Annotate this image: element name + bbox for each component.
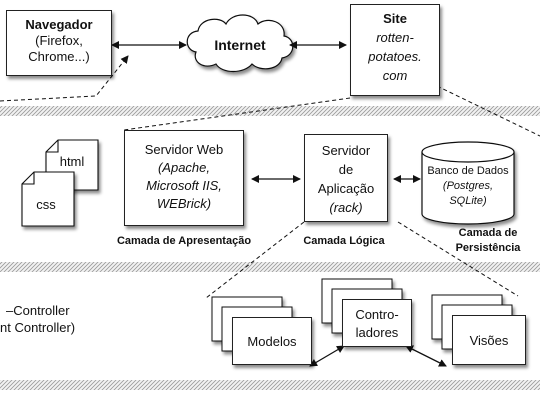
arrow-controllers-views (405, 345, 447, 367)
site-box: Site rotten- potatoes. com (350, 4, 440, 96)
app-server-line2: de (338, 162, 354, 177)
views-label: Visões (469, 333, 509, 348)
views-box: Visões (452, 315, 526, 365)
database-line3: SQLite) (449, 195, 487, 207)
site-line3: potatoes. (368, 49, 422, 64)
web-server-title: Servidor Web (144, 142, 224, 157)
app-server-line3: Aplicação (317, 181, 375, 196)
mvc-line1: –Controller (6, 303, 70, 318)
web-server-line3: Microsoft IIS, (146, 178, 222, 193)
logic-layer-label: Camada Lógica (303, 235, 385, 247)
presentation-layer-label: Camada de Apresentação (116, 235, 252, 247)
mvc-description: –Controller nt Controller) (0, 302, 120, 336)
database-label: Banco de Dados (Postgres, SQLite) (422, 164, 514, 209)
persistence-layer-label: Camada de Persistência (440, 226, 536, 256)
database-line1: Banco de Dados (427, 165, 509, 177)
html-label: html (59, 154, 85, 169)
navegador-line3: Chrome...) (28, 49, 90, 64)
navegador-line2: (Firefox, (35, 33, 83, 48)
app-server-box: Servidor de Aplicação (rack) (304, 134, 388, 222)
separator-band-bottom (0, 380, 540, 390)
site-line4: com (382, 68, 408, 83)
controllers-line1: Contro- (355, 307, 399, 322)
separator-band-top (0, 106, 540, 116)
zoom-line-app-left (205, 221, 305, 299)
persistence-line2: Persistência (455, 242, 521, 254)
separator-band-middle (0, 262, 540, 272)
controllers-box: Contro- ladores (342, 299, 412, 347)
internet-label: Internet (214, 37, 266, 53)
persistence-line1: Camada de (458, 227, 518, 239)
app-server-line4: (rack) (329, 200, 363, 215)
css-document-icon (21, 171, 75, 227)
navegador-box: Navegador (Firefox, Chrome...) (6, 10, 112, 76)
navegador-title: Navegador (25, 17, 93, 32)
zoom-line-site-left (123, 97, 351, 131)
css-label: css (36, 197, 56, 212)
models-box: Modelos (232, 317, 312, 365)
controllers-line2: ladores (355, 325, 399, 340)
zoom-line-app-right (397, 221, 519, 297)
arrow-models-controllers (309, 345, 345, 367)
app-server-line1: Servidor (321, 143, 371, 158)
web-server-line4: WEBrick) (156, 196, 212, 211)
database-cylinder-icon (421, 141, 515, 225)
site-line2: rotten- (376, 30, 414, 45)
internet-cloud-shape (186, 14, 294, 73)
models-label: Modelos (247, 334, 297, 349)
web-server-box: Servidor Web (Apache, Microsoft IIS, WEB… (124, 130, 244, 226)
web-server-line2: (Apache, (157, 160, 211, 175)
zoom-line-site-right (436, 85, 540, 137)
database-line2: (Postgres, (442, 180, 494, 192)
site-title: Site (383, 11, 407, 26)
mvc-line2: nt Controller) (0, 320, 76, 335)
